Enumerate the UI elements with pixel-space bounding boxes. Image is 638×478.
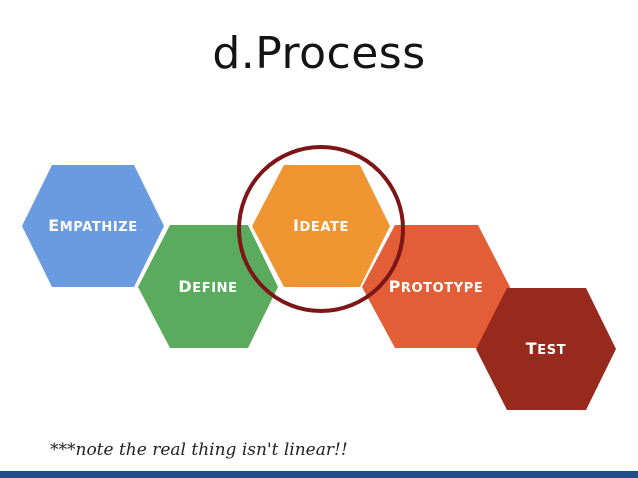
hex-empathize-shape [22,165,164,287]
highlight-circle [237,145,405,313]
footnote: ***note the real thing isn't linear!! [50,440,348,460]
hex-ideate-shape [252,165,390,287]
hex-ideate-label: IDEATE [293,216,349,235]
hex-test-label: TEST [526,339,566,358]
hex-empathize: EMPATHIZE [22,165,164,287]
bottom-accent-bar [0,471,638,478]
page-title: d.Process [212,28,426,79]
hex-empathize-label: EMPATHIZE [48,216,138,235]
hex-ideate: IDEATE [252,165,390,287]
hex-test-shape [476,288,616,410]
hex-define: DEFINE [138,225,278,348]
hex-test: TEST [476,288,616,410]
hex-define-label: DEFINE [178,277,237,296]
hex-prototype-label: PROTOTYPE [389,277,484,296]
